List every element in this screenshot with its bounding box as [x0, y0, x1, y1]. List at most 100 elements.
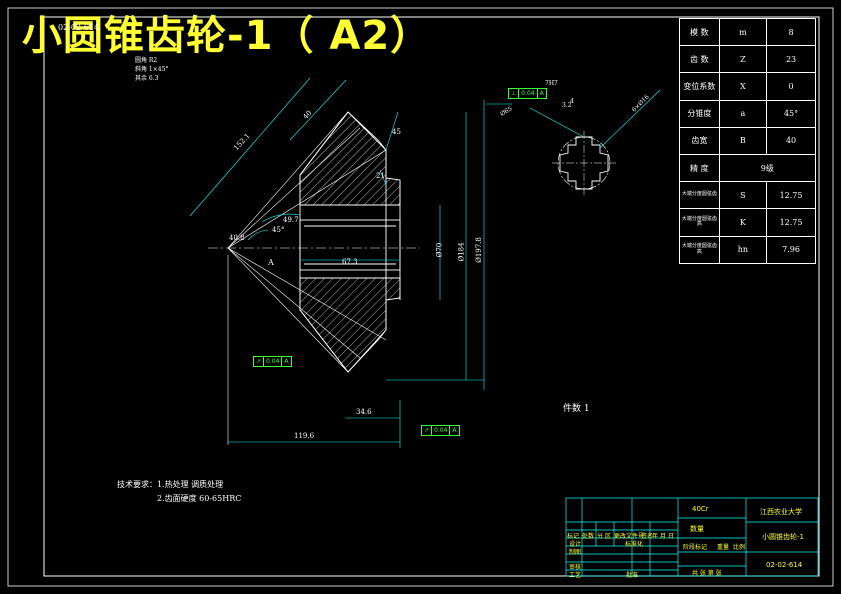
dim-label: 119.6	[294, 432, 315, 440]
outer-border	[7, 7, 834, 587]
dim-label: 34.6	[356, 408, 372, 416]
gear-param-symbol: K	[718, 208, 768, 237]
tb-left-label: 制图	[569, 549, 582, 556]
title-block-lines	[565, 497, 819, 577]
dim-label: Ø184	[457, 242, 466, 262]
fcf-datum: A	[452, 427, 457, 434]
dim-label: 7H7	[545, 80, 558, 87]
tb-mid-label: 批准	[626, 572, 639, 579]
gear-param-value: 12.75	[766, 181, 816, 210]
dim-label: 49.7	[283, 216, 299, 224]
gear-param-name: 大端分度圆弦齿高	[679, 235, 720, 264]
gear-note: 其余 6.3	[135, 75, 159, 82]
tb-row-label: 处数	[582, 533, 595, 540]
tb-stage-label: 重量	[717, 544, 730, 551]
gear-param-name: 大端分度圆弦齿	[679, 181, 720, 210]
gear-param-value: 0	[766, 72, 816, 101]
gear-param-name: 精 度	[679, 153, 720, 183]
gear-param-value: 12.75	[766, 208, 816, 237]
fcf-tolerance: 0.04	[519, 89, 538, 98]
datum-a-label: A	[268, 258, 274, 267]
drawing-title: 小圆锥齿轮-1（ A2）	[22, 13, 432, 59]
tb-row-label: 年 月 日	[652, 533, 674, 540]
tb-part-name: 小圆锥齿轮-1	[762, 533, 804, 541]
gear-note: 圆角 R2	[135, 57, 158, 64]
tb-drawing-number: 02-02-614	[766, 561, 803, 569]
gear-section	[299, 111, 401, 373]
tech-req-line: 2.齿面硬度 60-65HRC	[157, 494, 242, 503]
drawing-number-top: 02-02-614	[58, 23, 100, 32]
tb-left-label: 设计	[569, 541, 582, 548]
fcf-datum: A	[284, 358, 289, 365]
tb-qty-label: 数量	[690, 525, 704, 533]
gear-param-symbol: Z	[718, 45, 768, 74]
inner-border	[43, 16, 820, 577]
cone-lines	[208, 111, 420, 445]
gear-param-name: 齿 数	[679, 45, 720, 74]
tb-row-label: 更改文件号	[614, 533, 645, 540]
gear-param-name: 变位系数	[679, 72, 720, 101]
gear-param-value: 7.96	[766, 235, 816, 264]
gear-notes: 圆角 R2 斜角 1×45° 其余 6.3	[135, 56, 168, 83]
gear-param-value: 8	[766, 17, 816, 47]
tb-bottom-label: 共 张 第 张	[692, 570, 722, 577]
gear-hatched-section	[299, 111, 401, 206]
gear-param-name: 模 数	[679, 17, 720, 47]
tb-mid-label: 标准化	[625, 541, 644, 548]
dimension-lines	[189, 77, 485, 448]
tb-left-label: 审核	[569, 564, 582, 571]
gear-param-value: 40	[766, 126, 816, 155]
gear-param-value: 9级	[718, 153, 817, 183]
gear-param-symbol: S	[718, 181, 768, 210]
tech-req-line: 技术要求：1.热处理 调质处理	[117, 480, 224, 489]
dim-label: Ø197.8	[474, 237, 483, 263]
gear-param-symbol: m	[718, 17, 768, 47]
tb-stage-label: 比例	[733, 544, 746, 551]
gear-param-value: 23	[766, 45, 816, 74]
tb-left-label: 工艺	[569, 572, 582, 579]
fcf-datum: A	[539, 90, 544, 97]
fcf-symbol: ⊥	[509, 89, 520, 98]
dim-label: 4	[570, 98, 574, 105]
gear-param-value: 45°	[766, 99, 816, 128]
gear-note: 斜角 1×45°	[135, 66, 169, 73]
fcf-symbol: ↗	[422, 426, 433, 435]
dim-label: 67.3	[342, 258, 358, 266]
gear-param-symbol: hn	[718, 235, 768, 264]
dim-label: 3.2	[562, 102, 572, 109]
gear-param-symbol: X	[718, 72, 768, 101]
dim-label: 45	[392, 128, 401, 136]
tb-school: 江西农业大学	[760, 508, 802, 516]
tb-row-label: 分 区	[597, 533, 611, 540]
dim-label: 45°	[272, 226, 285, 234]
gear-hatched-section-lower	[299, 277, 401, 373]
tb-row-label: 标记	[567, 533, 580, 540]
gear-param-name: 分锥度	[679, 99, 720, 128]
tb-row-label: 签名	[641, 533, 654, 540]
technical-requirements: 技术要求：1.热处理 调质处理 2.齿面硬度 60-65HRC	[117, 478, 241, 506]
dim-label: 21	[376, 172, 385, 180]
tb-material: 40Cr	[692, 505, 709, 513]
gear-param-symbol: B	[718, 126, 768, 155]
gear-param-symbol: a	[718, 99, 768, 128]
gear-param-name: 大端分度圆弦齿高	[679, 208, 720, 237]
tb-stage-label: 阶段标记	[683, 544, 708, 551]
piece-count: 件数 1	[563, 404, 590, 414]
fcf-tolerance: 0.04	[432, 426, 451, 435]
fcf-tolerance: 0.04	[264, 357, 283, 366]
dim-label: Ø70	[435, 242, 444, 258]
